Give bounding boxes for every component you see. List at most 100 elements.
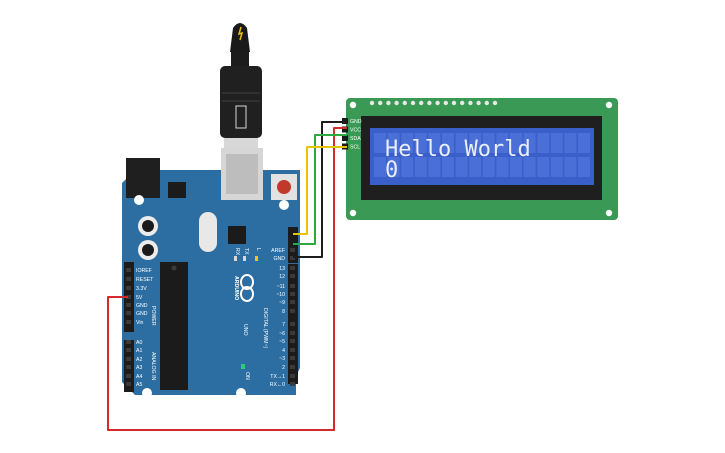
digital-pin-label: AREF (271, 248, 285, 254)
lcd-cell (523, 133, 536, 153)
header-pin (126, 311, 131, 315)
lcd-pin (451, 100, 457, 106)
header-pin (126, 303, 131, 307)
lcd-pin-label: GND (350, 119, 362, 125)
analog-pin-label: A4 (136, 374, 142, 380)
board-labels: AREFGND1312~11~10~987~6~54~32TX→1RX←0IOR… (126, 248, 295, 388)
digital-pin-label: ~11 (277, 284, 286, 290)
header-pin (126, 374, 131, 378)
mounting-hole (349, 101, 357, 109)
lcd-pin (476, 100, 481, 106)
lcd-pin (427, 100, 432, 106)
power-pin-label: 3.3V (136, 286, 147, 292)
mounting-hole (236, 388, 246, 398)
lcd-cell (482, 133, 495, 153)
lcd-pin (484, 100, 489, 106)
header-pin (290, 322, 295, 326)
led-label: RX (234, 248, 240, 256)
header-pin (126, 357, 131, 361)
digital-pin-label: 4 (282, 348, 285, 354)
lcd-header-pin (342, 126, 348, 133)
lcd-pin (378, 100, 383, 106)
analog-pin-label: A0 (136, 340, 142, 346)
header-pin (126, 286, 131, 290)
lcd-cell (455, 157, 468, 177)
lcd-pin (386, 100, 391, 106)
mounting-hole (134, 195, 144, 205)
digital-title: DIGITAL (PWM~) (262, 308, 268, 348)
lcd-cell (578, 157, 590, 177)
power-jack (126, 158, 160, 198)
digital-pin-label: 13 (279, 266, 285, 272)
lcd-cell (387, 157, 400, 177)
power-pin-label: Vin (136, 320, 144, 326)
lcd-cell (374, 133, 386, 153)
power-pin-label: RESET (136, 277, 154, 283)
lcd-cell (523, 157, 536, 177)
lcd-cell (550, 133, 563, 153)
header-pin (290, 266, 295, 270)
lcd-line-1: Hello World (385, 137, 531, 162)
header-pin (290, 331, 295, 335)
power-pin-label: GND (136, 311, 148, 317)
header-pin (290, 248, 295, 252)
lcd-cell (414, 133, 427, 153)
lcd-cell (387, 133, 400, 153)
header-pin (290, 365, 295, 369)
lcd-cell (374, 157, 386, 177)
header-pin (290, 292, 295, 296)
wire-sda (293, 134, 347, 245)
digital-pin-label: GND (273, 256, 285, 262)
lcd-pin (435, 100, 440, 106)
mounting-hole (349, 209, 357, 217)
header-pin (290, 356, 295, 360)
wire-gnd (293, 121, 347, 258)
lcd-cell (496, 133, 509, 153)
led-label: L (255, 248, 261, 251)
header-pin (126, 348, 131, 352)
header-pin (290, 348, 295, 352)
digital-pin-label: ~5 (279, 339, 285, 345)
lcd-pin (369, 100, 375, 106)
power-pin-label: IOREF (136, 268, 152, 274)
lcd-pin (402, 100, 407, 106)
lcd-cell (564, 133, 577, 153)
digital-pin-label: ~9 (279, 300, 285, 306)
lcd-pin (468, 100, 473, 106)
digital-pin-label: RX←0 (270, 382, 285, 388)
header-pin (126, 382, 131, 386)
header-pin (290, 339, 295, 343)
header-pin (126, 340, 131, 344)
brand-label: ARDUINO (233, 276, 239, 300)
lcd-cell (564, 157, 577, 177)
mounting-hole (279, 200, 289, 210)
header-pin (290, 374, 295, 378)
lcd-cell (428, 133, 441, 153)
lcd-cell (469, 133, 482, 153)
usb-cable (220, 23, 262, 148)
header-pin (126, 320, 131, 324)
lcd-cell (469, 157, 482, 177)
lcd-cell (414, 157, 427, 177)
power-pin-label: GND (136, 303, 148, 309)
lcd-cell (401, 133, 414, 153)
lcd-cell (550, 157, 563, 177)
lcd-pin (410, 100, 416, 106)
power-title: POWER (150, 306, 156, 326)
header-pin (126, 295, 131, 299)
header-pin (290, 274, 295, 278)
header-pin (126, 365, 131, 369)
header-pin (126, 277, 131, 281)
microcontroller-chip (160, 262, 188, 390)
lcd-cell (482, 157, 495, 177)
arduino-logo-icon (240, 274, 254, 302)
analog-title: ANALOG IN (150, 352, 156, 381)
lcd-cell (496, 157, 509, 177)
lcd-cell (537, 157, 550, 177)
lcd-pin (394, 100, 399, 106)
analog-pin-label: A3 (136, 365, 142, 371)
digital-pin-label: 2 (282, 365, 285, 371)
wires (107, 121, 347, 431)
digital-pin-label: 8 (282, 309, 285, 315)
lcd-cell (510, 133, 522, 153)
